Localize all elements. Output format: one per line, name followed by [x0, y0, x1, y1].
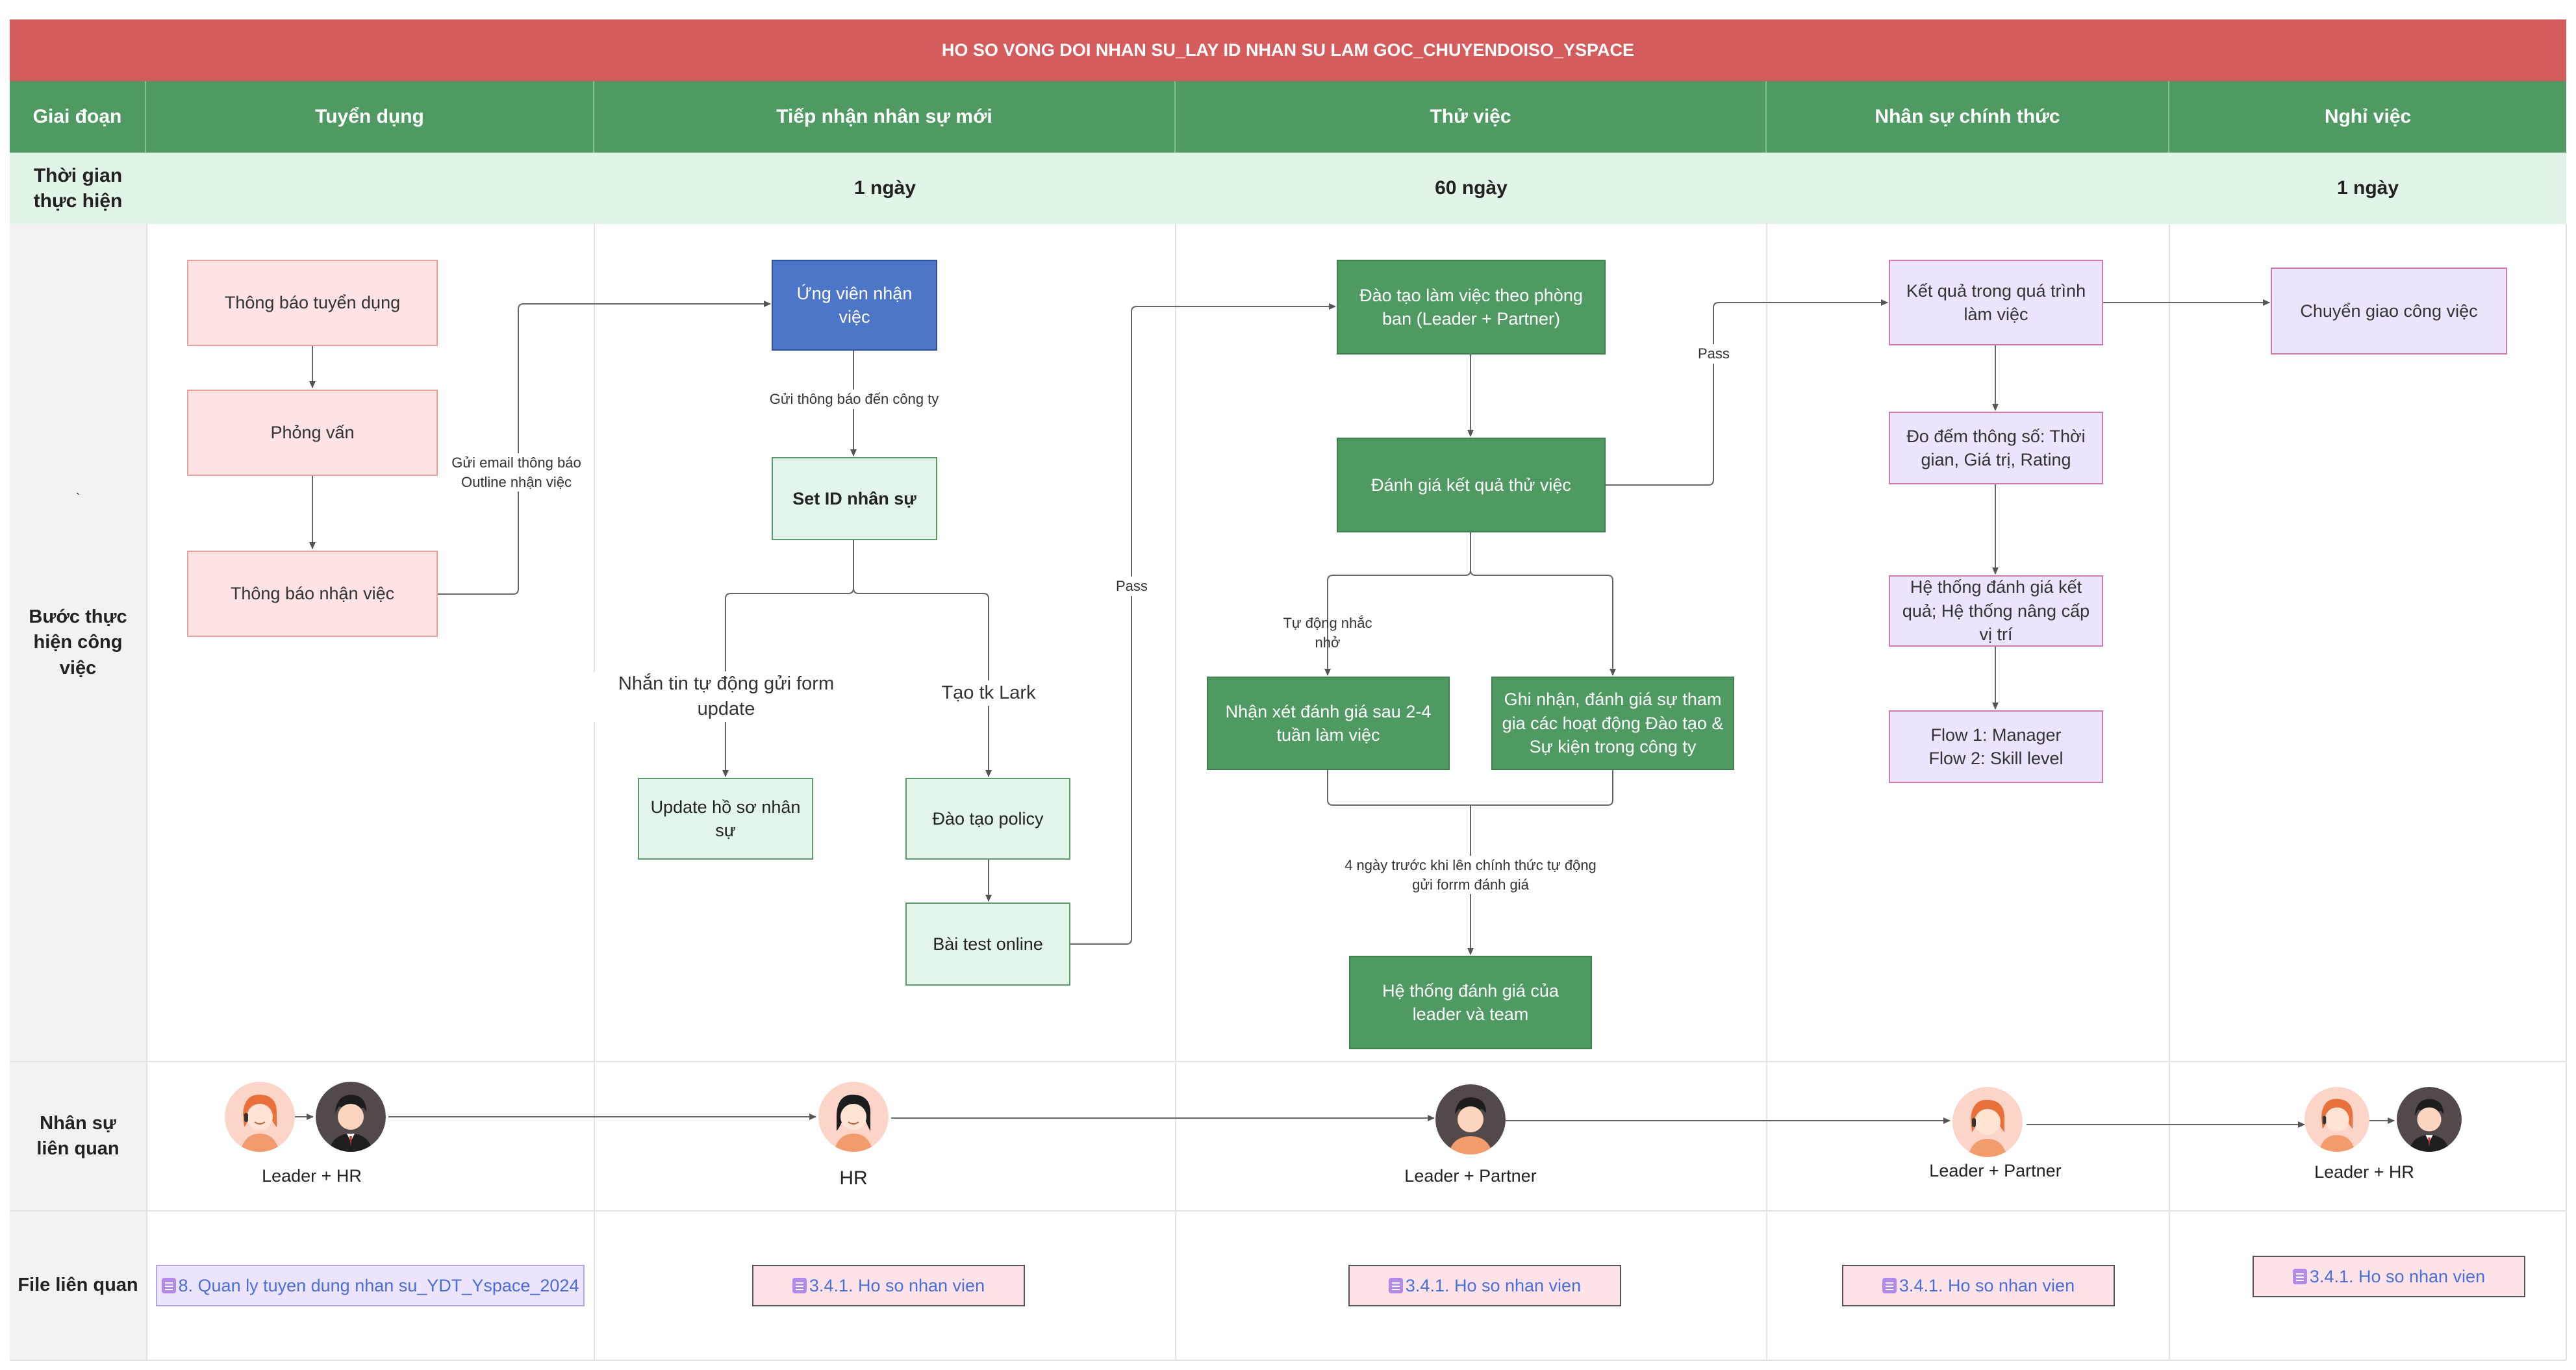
- node-department-training[interactable]: Đào tạo làm việc theo phòng ban (Leader …: [1337, 260, 1606, 355]
- man-casual-avatar-icon: [1435, 1084, 1506, 1154]
- document-icon: [1388, 1278, 1403, 1293]
- phase-header-recruitment: Tuyển dụng: [146, 81, 594, 153]
- row-divider: [10, 1061, 2566, 1062]
- node-policy-training[interactable]: Đào tạo policy: [905, 778, 1070, 860]
- node-candidate-accepts[interactable]: Ứng viên nhận việc: [772, 260, 937, 351]
- duration-resignation: 1 ngày: [2169, 153, 2566, 224]
- label-pass-evaluation: Pass: [1698, 344, 1730, 364]
- column-divider: [594, 224, 595, 1360]
- people-label-onboarding: HR: [839, 1167, 868, 1189]
- people-row-label: Nhân sự liên quan: [10, 1062, 146, 1211]
- file-link-resignation[interactable]: 3.4.1. Ho so nhan vien: [2253, 1256, 2525, 1297]
- people-label-official: Leader + Partner: [1929, 1161, 2062, 1180]
- node-probation-evaluation[interactable]: Đánh giá kết quả thử việc: [1337, 438, 1606, 532]
- file-label: 3.4.1. Ho so nhan vien: [1405, 1275, 1582, 1295]
- duration-label: Thời gian thực hiện: [10, 153, 146, 224]
- phase-label-header: Giai đoạn: [10, 81, 146, 153]
- woman-headset-avatar-icon: [2305, 1087, 2369, 1152]
- row-divider: [10, 1210, 2566, 1212]
- woman-headset-avatar-icon: [818, 1082, 889, 1152]
- woman-headset-avatar-icon: [225, 1082, 295, 1152]
- steps-row-label: ` Bước thực hiện công việc: [10, 224, 146, 1062]
- node-leader-team-evaluation[interactable]: Hệ thống đánh giá của leader và team: [1349, 956, 1592, 1049]
- label-email-offer: Gửi email thông báo Outline nhận việc: [446, 453, 587, 492]
- duration-official: [1767, 153, 2169, 224]
- node-measure-metrics[interactable]: Đo đếm thông số: Thời gian, Giá trị, Rat…: [1889, 412, 2103, 484]
- man-suit-avatar-icon: [316, 1082, 386, 1152]
- file-label: 3.4.1. Ho so nhan vien: [2309, 1266, 2486, 1286]
- row-divider: [10, 1360, 2566, 1361]
- phase-header-onboarding: Tiếp nhận nhân sự mới: [594, 81, 1176, 153]
- column-divider: [1766, 224, 1767, 1360]
- document-icon: [1882, 1278, 1897, 1293]
- node-review-2-4-weeks[interactable]: Nhận xét đánh giá sau 2-4 tuần làm việc: [1207, 677, 1450, 770]
- file-link-recruitment[interactable]: 8. Quan ly tuyen dung nhan su_YDT_Yspace…: [156, 1265, 585, 1306]
- people-row-background: [146, 1062, 2566, 1211]
- node-activity-evaluation[interactable]: Ghi nhận, đánh giá sự tham gia các hoạt …: [1491, 677, 1734, 770]
- node-online-test[interactable]: Bài test online: [905, 903, 1070, 986]
- people-label-probation: Leader + Partner: [1404, 1166, 1537, 1186]
- column-divider: [146, 224, 147, 1360]
- file-label: 3.4.1. Ho so nhan vien: [1899, 1275, 2075, 1295]
- duration-onboarding: 1 ngày: [594, 153, 1176, 224]
- steps-marker: `: [75, 492, 81, 506]
- column-divider: [1175, 224, 1176, 1360]
- node-evaluation-system[interactable]: Hệ thống đánh giá kết quả; Hệ thống nâng…: [1889, 575, 2103, 647]
- node-recruitment-notice[interactable]: Thông báo tuyển dụng: [187, 260, 438, 346]
- woman-headset-avatar-icon: [1952, 1087, 2023, 1157]
- phase-header-resignation: Nghỉ việc: [2169, 81, 2566, 153]
- node-offer-notice[interactable]: Thông báo nhận việc: [187, 551, 438, 637]
- label-auto-remind: Tự động nhắc nhở: [1283, 615, 1372, 651]
- node-flows[interactable]: Flow 1: Manager Flow 2: Skill level: [1889, 710, 2103, 783]
- file-link-official[interactable]: 3.4.1. Ho so nhan vien: [1842, 1265, 2115, 1306]
- people-label-resignation: Leader + HR: [2314, 1162, 2414, 1182]
- diagram-title: HO SO VONG DOI NHAN SU_LAY ID NHAN SU LA…: [10, 19, 2566, 81]
- phase-header-probation: Thử việc: [1176, 81, 1767, 153]
- steps-label-text: Bước thực hiện công việc: [29, 606, 127, 679]
- node-work-handover[interactable]: Chuyển giao công việc: [2271, 268, 2507, 355]
- file-link-probation[interactable]: 3.4.1. Ho so nhan vien: [1348, 1265, 1621, 1306]
- file-label: 3.4.1. Ho so nhan vien: [809, 1275, 985, 1295]
- node-update-profile[interactable]: Update hồ sơ nhân sự: [638, 778, 813, 860]
- file-link-onboarding[interactable]: 3.4.1. Ho so nhan vien: [752, 1265, 1025, 1306]
- column-divider: [2566, 224, 2567, 1360]
- label-auto-form: Nhắn tin tự động gửi form update: [592, 671, 860, 723]
- duration-recruitment: [146, 153, 594, 224]
- label-notify-company: Gửi thông báo đến công ty: [760, 390, 948, 409]
- file-label: 8. Quan ly tuyen dung nhan su_YDT_Yspace…: [178, 1275, 579, 1295]
- node-set-employee-id[interactable]: Set ID nhân sự: [772, 457, 937, 540]
- people-label-recruitment: Leader + HR: [262, 1166, 362, 1186]
- files-row-label: File liên quan: [10, 1211, 146, 1360]
- column-divider: [2169, 224, 2170, 1360]
- node-work-results[interactable]: Kết quả trong quá trình làm việc: [1889, 260, 2103, 345]
- duration-probation: 60 ngày: [1176, 153, 1767, 224]
- label-four-days-before: 4 ngày trước khi lên chính thức tự động …: [1337, 856, 1604, 895]
- man-suit-avatar-icon: [2397, 1087, 2462, 1152]
- label-create-lark: Tạo tk Lark: [941, 680, 1037, 706]
- document-icon: [2292, 1269, 2307, 1284]
- document-icon: [792, 1278, 807, 1293]
- label-pass-test: Pass: [1116, 577, 1148, 596]
- document-icon: [161, 1278, 176, 1293]
- phase-header-official: Nhân sự chính thức: [1767, 81, 2169, 153]
- node-interview[interactable]: Phỏng vấn: [187, 390, 438, 476]
